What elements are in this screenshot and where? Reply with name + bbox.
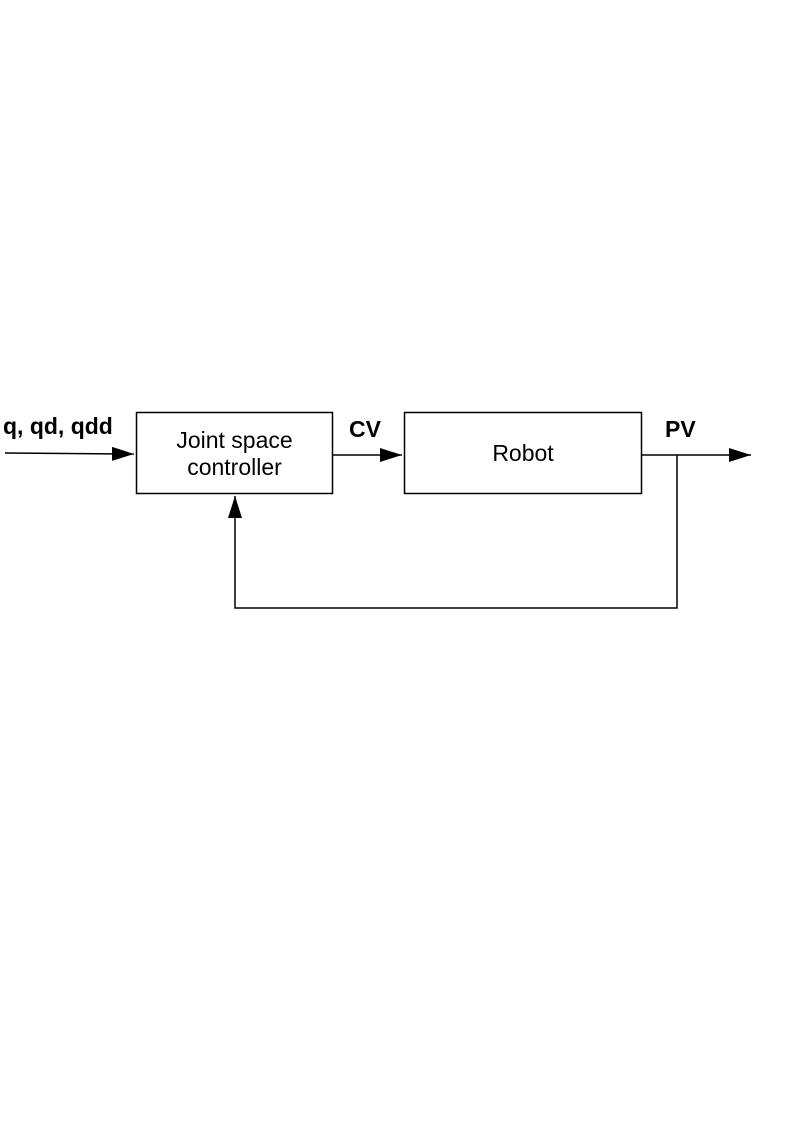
output-signal-label: PV: [665, 416, 696, 442]
controller-box: [135, 411, 334, 495]
controller-block: Joint space controller: [135, 411, 334, 495]
robot-block: Robot: [403, 411, 643, 495]
robot-box: [403, 411, 643, 495]
input-arrow: [4, 446, 135, 461]
controller-label-line2: controller: [187, 454, 282, 480]
controller-label-line1: Joint space: [176, 427, 292, 453]
feedback-path: [228, 455, 678, 609]
robot-label: Robot: [492, 440, 554, 466]
input-signal-label: q, qd, qdd: [3, 413, 113, 439]
control-signal-label: CV: [349, 416, 382, 442]
